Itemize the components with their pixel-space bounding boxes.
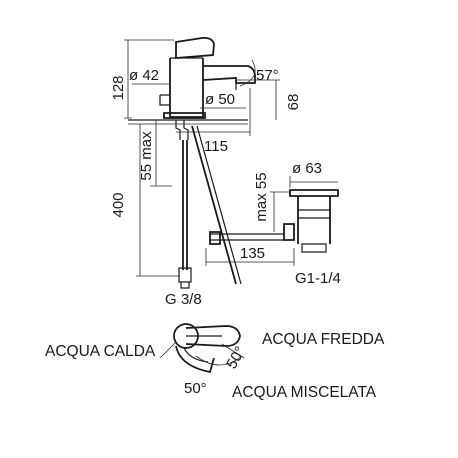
- label-cold-water: ACQUA FREDDA: [262, 331, 385, 348]
- dimension-lines: [124, 39, 280, 277]
- dim-height-top: 128: [110, 75, 127, 100]
- handle-diagram: [159, 323, 245, 374]
- waste-assembly: [205, 176, 339, 266]
- label-mixed-water: ACQUA MISCELATA: [232, 384, 377, 401]
- dim-angle-spout: 57°: [256, 67, 279, 84]
- dim-hose-length: 400: [110, 192, 127, 217]
- dim-base-diameter: ø 50: [205, 91, 235, 108]
- dimension-labels: 128 ø 42 57° ø 50 68 115 55 max 400 G 3/…: [110, 67, 341, 308]
- label-hot-water: ACQUA CALDA: [45, 343, 156, 360]
- handle-labels: ACQUA CALDA ACQUA FREDDA ACQUA MISCELATA…: [45, 331, 385, 401]
- dim-spout-height: 68: [285, 94, 302, 111]
- dim-deck-max: 55 max: [138, 131, 155, 181]
- shank-and-hose: [175, 120, 242, 289]
- label-angle-right: 50°: [223, 344, 249, 372]
- dim-spout-diameter: ø 42: [129, 67, 159, 84]
- dim-hose-thread: G 3/8: [165, 291, 202, 308]
- label-angle-left: 50°: [184, 380, 207, 397]
- dim-rod-length: 135: [240, 245, 265, 262]
- dim-waste-thread: G1-1/4: [295, 270, 341, 287]
- dim-waste-max: max 55: [253, 172, 270, 221]
- dim-reach: 115: [204, 138, 228, 155]
- dim-waste-diameter: ø 63: [292, 160, 322, 177]
- faucet-body: [128, 36, 256, 125]
